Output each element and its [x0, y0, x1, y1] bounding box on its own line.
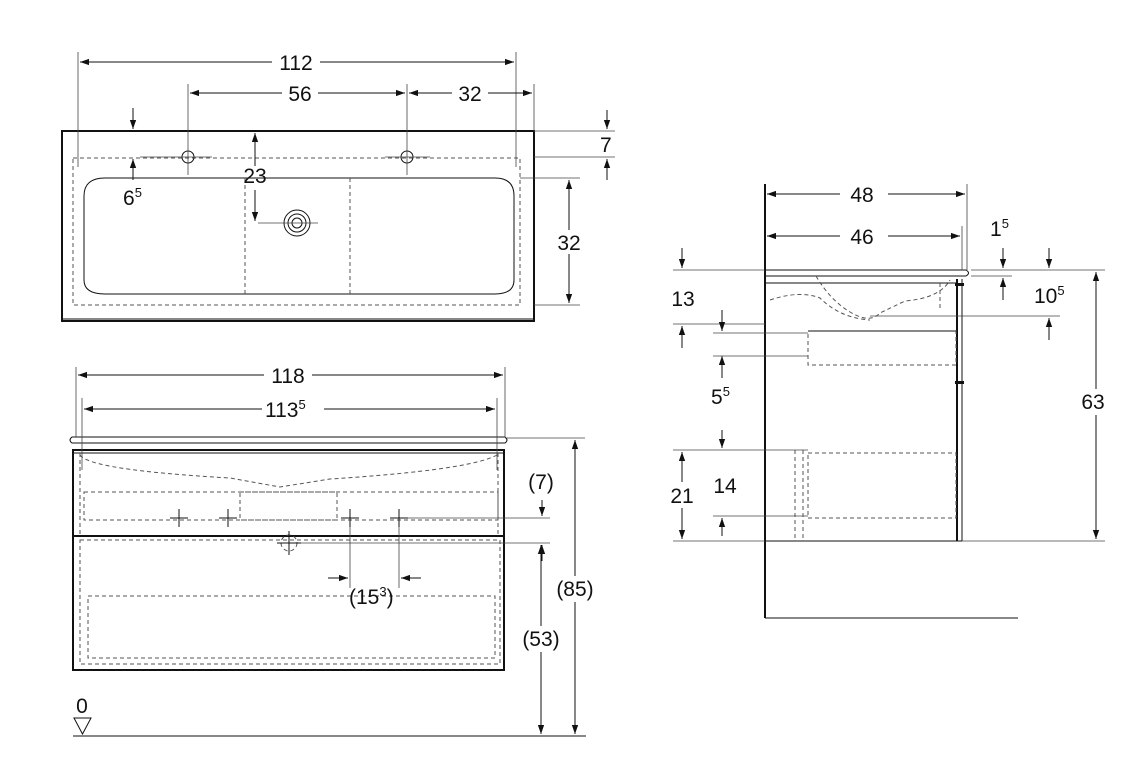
rim-outline [72, 157, 521, 306]
top-view: 112 56 32 7 65 23 32 [61, 50, 615, 322]
tap-mark-2-icon [219, 509, 237, 527]
side-countertop [765, 269, 969, 277]
basin-outline [61, 130, 535, 322]
tap-hole-right-icon [385, 150, 430, 164]
drain-icon [258, 209, 318, 237]
dim-drain-from-back: 23 [243, 165, 266, 188]
floor-level-label: 0 [76, 695, 88, 718]
dim-height-total-side: 63 [1081, 391, 1104, 414]
cabinet-outline [72, 449, 505, 671]
floor-level-icon [73, 717, 92, 736]
tap-mark-4-icon [390, 509, 408, 527]
tap-hole-left-icon [140, 150, 212, 164]
dim-width-outer: 118 [271, 365, 304, 388]
dim-tap-offset: 32 [458, 83, 481, 106]
dim-tap-gap: (153) [349, 584, 394, 609]
dim-top-thickness: 15 [990, 216, 1009, 241]
dim-width-inner: 1135 [265, 397, 306, 422]
dim-top-to-basin: 13 [671, 288, 694, 311]
dim-height-cabinet: (53) [522, 628, 559, 651]
dim-height-total: (85) [556, 578, 593, 601]
front-view: 0 118 1135 (7) (153) (85) (53) [69, 363, 598, 737]
dim-lower-drawer-outer: 21 [670, 485, 693, 508]
dim-width-total: 112 [279, 52, 312, 75]
dim-basin-depth-side: 105 [1034, 283, 1065, 308]
dim-tap-from-edge: 65 [123, 185, 142, 210]
drain-mark-icon [277, 531, 301, 555]
dim-tap-spacing: 56 [288, 83, 311, 106]
dim-basin-depth: 32 [557, 232, 580, 255]
tap-mark-3-icon [341, 509, 359, 527]
dim-depth-inner: 46 [850, 226, 873, 249]
countertop [69, 436, 508, 444]
dim-depth-outer: 48 [850, 184, 873, 207]
dim-lower-drawer-inner: 14 [713, 475, 737, 498]
bowl-outline [83, 177, 515, 295]
dim-drawer-gap: 55 [711, 384, 730, 409]
dim-rim-depth: 7 [600, 134, 612, 157]
tap-mark-1-icon [170, 509, 188, 527]
side-view: 48 46 15 13 105 55 63 21 14 [664, 182, 1116, 619]
dim-ref-7: (7) [528, 471, 554, 494]
